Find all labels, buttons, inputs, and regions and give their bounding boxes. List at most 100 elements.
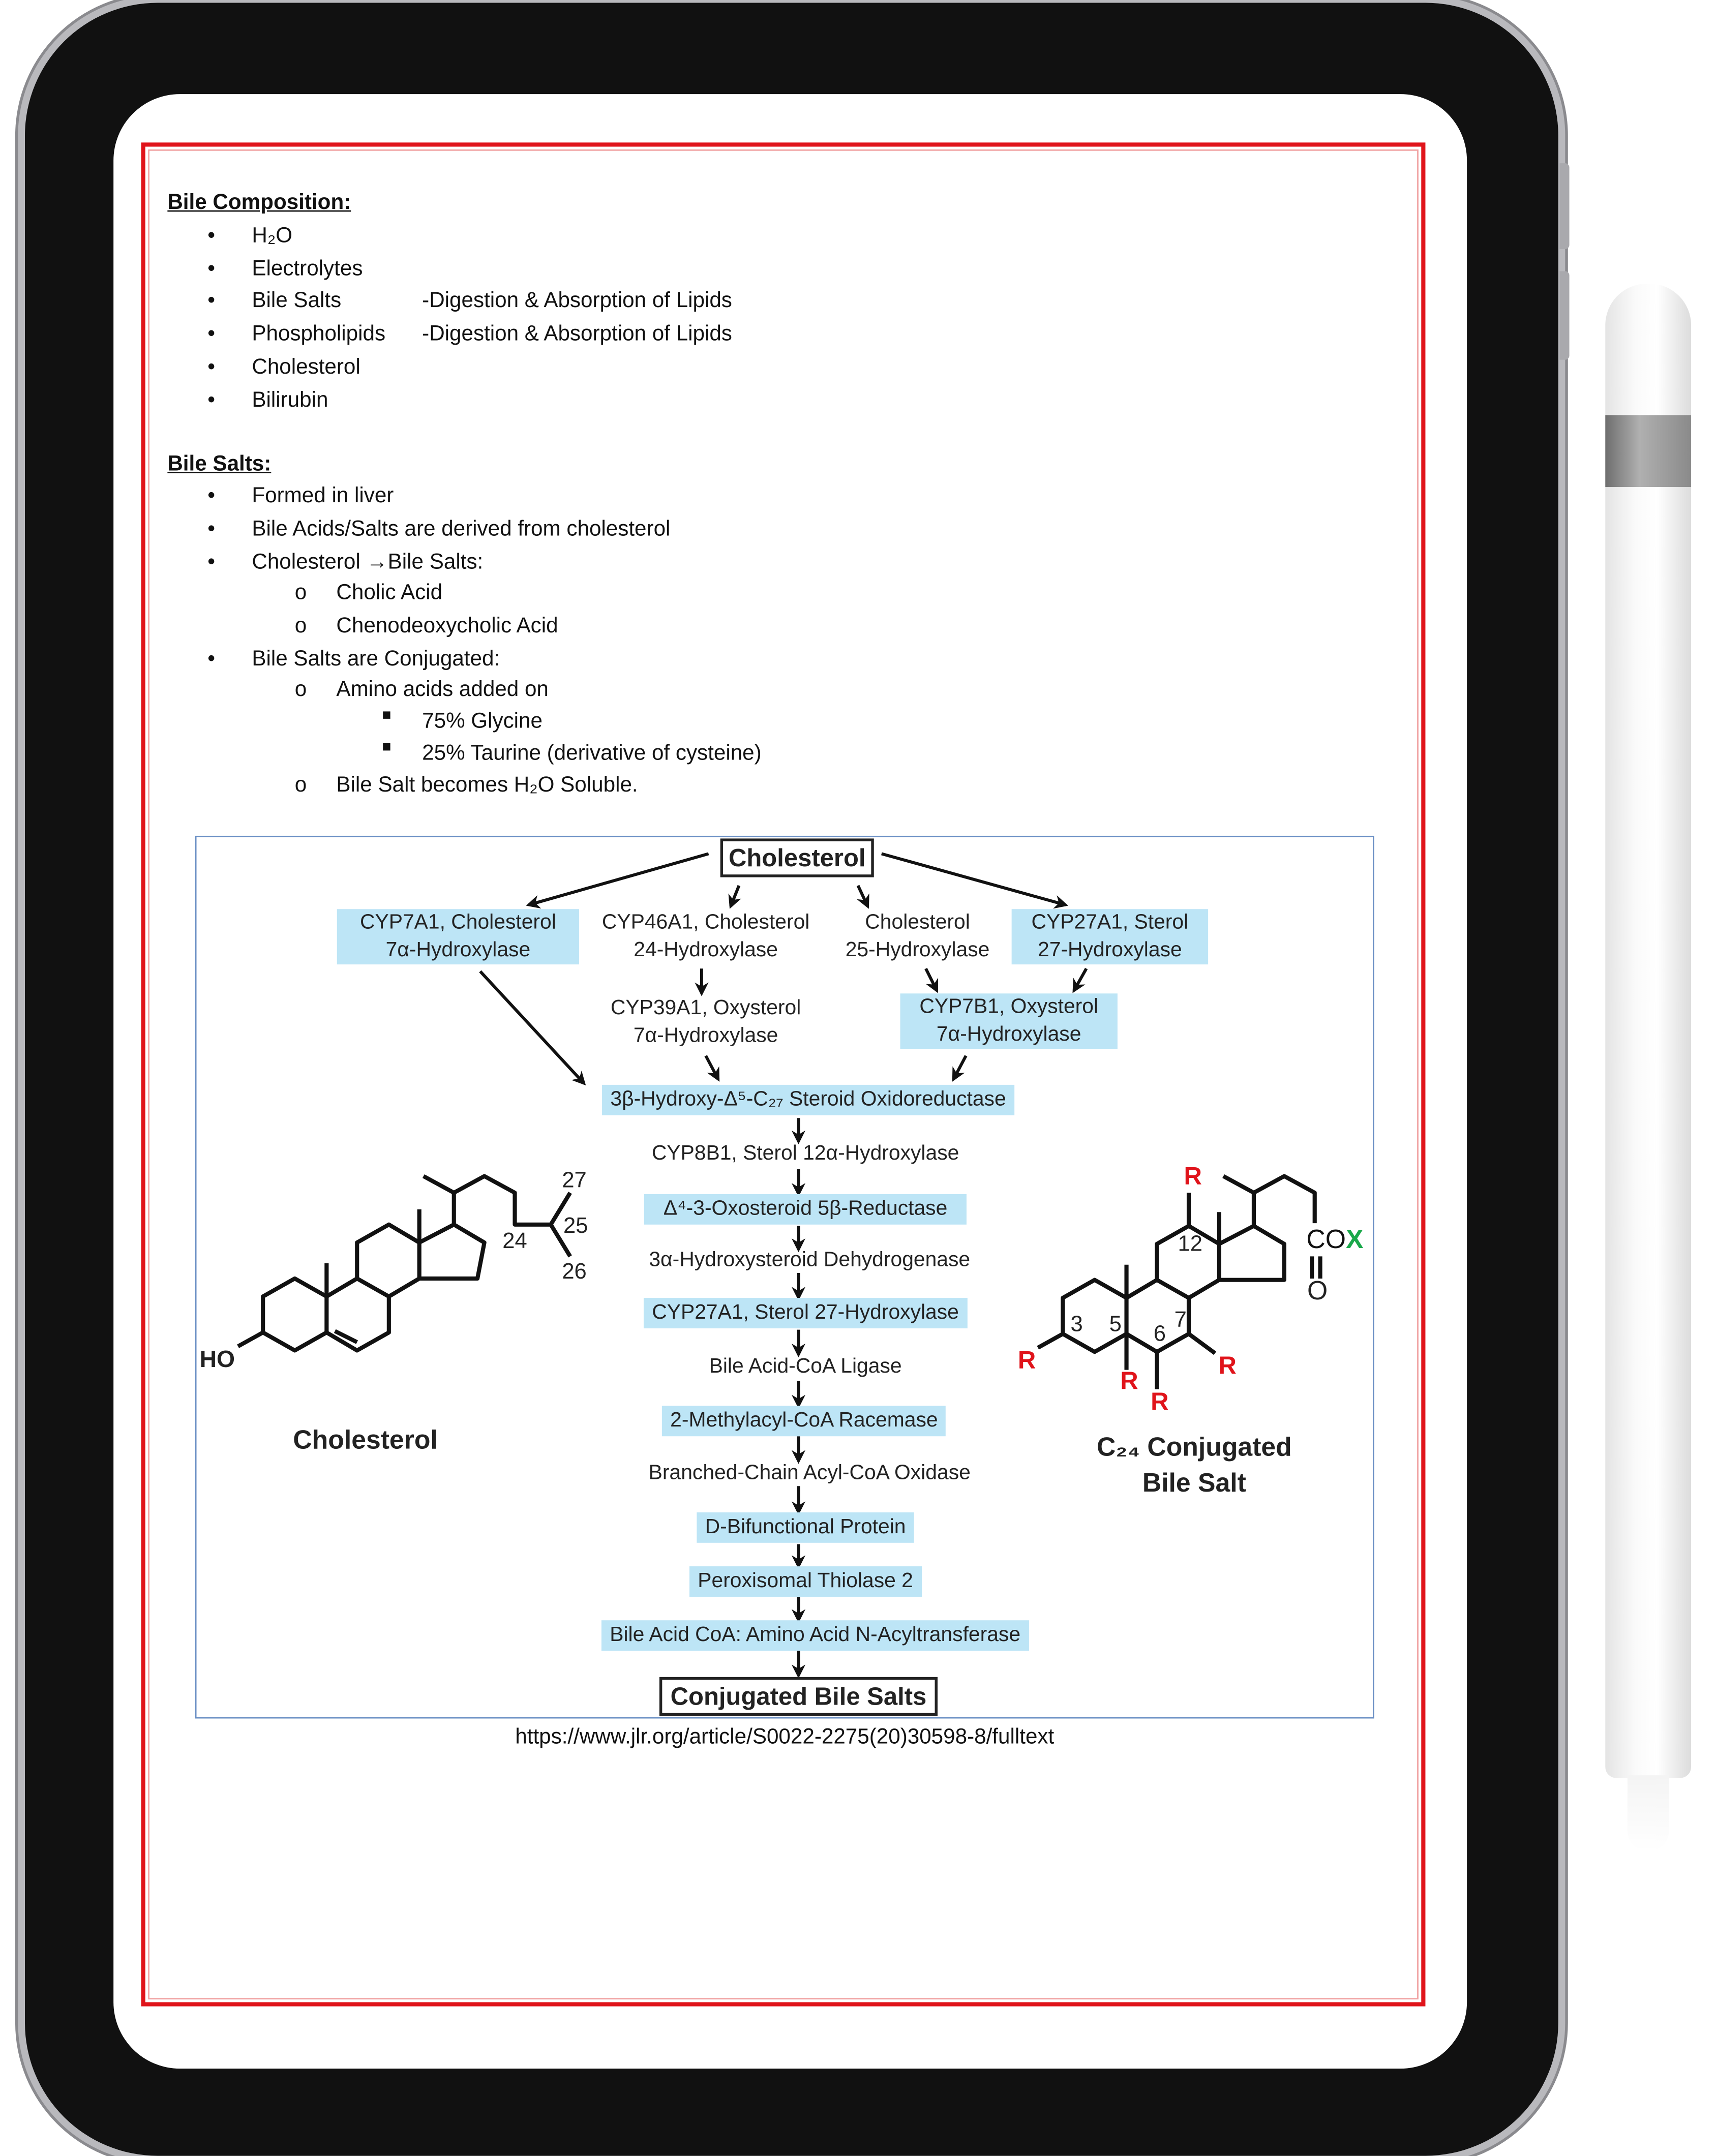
step-8: Branched-Chain Acyl-CoA Oxidase: [648, 1461, 971, 1485]
step-4: 3α-Hydroxysteroid Dehydrogenase: [649, 1248, 971, 1272]
list-item: Cholic Acid: [336, 581, 443, 605]
co-text: CO: [1306, 1226, 1346, 1255]
enzyme-label: 24-Hydroxylase: [634, 938, 778, 962]
source-link[interactable]: https://www.jlr.org/article/S0022-2275(2…: [515, 1725, 1055, 1749]
carbon-number: 26: [562, 1260, 587, 1284]
r-group: R: [1184, 1162, 1202, 1190]
list-item: Cholesterol: [252, 355, 360, 379]
bullet: •: [207, 355, 216, 379]
list-item: Bile Salts: [252, 289, 342, 313]
cholesterol-start-box: Cholesterol: [720, 838, 874, 877]
carbon-number: 27: [562, 1169, 587, 1193]
sub-bullet: o: [294, 614, 307, 638]
r-group: R: [1151, 1387, 1169, 1416]
step-5: CYP27A1, Sterol 27-Hydroxylase: [643, 1298, 968, 1328]
ho-label: HO: [199, 1346, 235, 1373]
list-item: Chenodeoxycholic Acid: [336, 614, 558, 638]
square-bullet: ■: [382, 739, 392, 756]
bullet: •: [207, 647, 216, 672]
enzyme-label: 7α-Hydroxylase: [385, 938, 531, 962]
enzyme-label: 7α-Hydroxylase: [633, 1024, 778, 1048]
list-item: 75% Glycine: [422, 710, 543, 734]
enzyme-label: CYP39A1, Oxysterol: [610, 996, 801, 1020]
cox-label: COX: [1306, 1227, 1363, 1254]
enzyme-cyp39a1: CYP39A1, Oxysterol 7α-Hydroxylase: [611, 995, 801, 1050]
oxygen-label: O: [1307, 1277, 1328, 1307]
enzyme-cyp7a1: CYP7A1, Cholesterol 7α-Hydroxylase: [337, 909, 580, 965]
enzyme-label: 27-Hydroxylase: [1038, 938, 1182, 962]
carbon-number: 3: [1070, 1313, 1083, 1337]
step-2: CYP8B1, Sterol 12α-Hydroxylase: [651, 1141, 959, 1165]
volume-down-button[interactable]: [1559, 271, 1570, 360]
sub-bullet: o: [294, 581, 307, 605]
step-10: Peroxisomal Thiolase 2: [689, 1566, 922, 1597]
bullet: •: [207, 257, 216, 281]
enzyme-label: 7α-Hydroxylase: [936, 1022, 1081, 1046]
carbon-number: 5: [1109, 1313, 1122, 1337]
step-11: Bile Acid CoA: Amino Acid N-Acyltransfer…: [601, 1620, 1029, 1651]
enzyme-label: CYP7A1, Cholesterol: [360, 910, 556, 934]
carbon-number: 6: [1153, 1323, 1166, 1347]
enzyme-label: CYP46A1, Cholesterol: [601, 910, 810, 934]
screen: [113, 94, 1467, 2069]
carbon-number: 7: [1174, 1309, 1187, 1333]
enzyme-label: Cholesterol: [865, 910, 970, 934]
carbon-number: 12: [1178, 1233, 1202, 1257]
r-group: R: [1017, 1346, 1036, 1374]
pathway-diagram: [195, 835, 1374, 1719]
pathway-arrows: [479, 852, 1088, 1679]
enzyme-cyp7b1: CYP7B1, Oxysterol 7α-Hydroxylase: [900, 993, 1118, 1049]
bile-salts-heading: Bile Salts:: [167, 452, 272, 476]
list-item: Electrolytes: [252, 257, 363, 281]
pencil-tip: [1627, 1775, 1669, 1851]
cholesterol-structure: [237, 1174, 572, 1353]
cholesterol-structure-label: Cholesterol: [293, 1426, 438, 1456]
list-item-note: -Digestion & Absorption of Lipids: [422, 322, 732, 346]
carbon-number: 25: [563, 1214, 588, 1239]
page-border: [141, 142, 1426, 2007]
label-line: Bile Salt: [1142, 1469, 1246, 1499]
enzyme-label: 25-Hydroxylase: [845, 938, 990, 962]
bullet: •: [207, 224, 216, 248]
step-7: 2-Methylacyl-CoA Racemase: [661, 1406, 946, 1437]
step-3: Δ⁴-3-Oxosteroid 5β-Reductase: [644, 1194, 967, 1225]
bile-composition-heading: Bile Composition:: [167, 191, 351, 215]
list-item: Bile Acids/Salts are derived from choles…: [252, 517, 671, 541]
apple-pencil: [1605, 283, 1692, 1778]
bile-salt-structure: [1037, 1174, 1322, 1389]
list-item: Phospholipids: [252, 322, 386, 346]
sub-bullet: o: [294, 773, 307, 797]
step-6: Bile Acid-CoA Ligase: [709, 1354, 902, 1378]
bullet: •: [207, 388, 216, 413]
enzyme-label: CYP27A1, Sterol: [1031, 910, 1189, 934]
list-item: Cholesterol →Bile Salts:: [252, 551, 484, 574]
r-group: R: [1120, 1367, 1138, 1395]
enzyme-label: CYP7B1, Oxysterol: [919, 994, 1099, 1019]
volume-up-button[interactable]: [1559, 163, 1570, 249]
step-1: 3β-Hydroxy-Δ⁵-C₂₇ Steroid Oxidoreductase: [602, 1084, 1014, 1115]
list-item: Formed in liver: [252, 484, 394, 508]
bullet: •: [207, 289, 216, 313]
list-item-note: -Digestion & Absorption of Lipids: [422, 289, 732, 313]
pencil-band: [1605, 415, 1692, 488]
bullet: •: [207, 551, 216, 574]
x-group: X: [1345, 1226, 1364, 1255]
carbon-number: 24: [502, 1230, 527, 1254]
sub-bullet: o: [294, 678, 307, 702]
label-line: C₂₄ Conjugated: [1097, 1433, 1292, 1463]
list-item: Bile Salt becomes H₂O Soluble.: [336, 773, 638, 797]
r-group: R: [1218, 1352, 1237, 1380]
conjugated-bile-salts-box: Conjugated Bile Salts: [659, 1677, 938, 1716]
square-bullet: ■: [382, 707, 392, 724]
step-9: D-Bifunctional Protein: [697, 1512, 914, 1543]
list-item: Bilirubin: [252, 388, 328, 413]
enzyme-cyp46a1: CYP46A1, Cholesterol 24-Hydroxylase: [602, 909, 810, 964]
bullet: •: [207, 484, 216, 508]
list-item: Bile Salts are Conjugated:: [252, 647, 500, 672]
enzyme-ch25h: Cholesterol 25-Hydroxylase: [846, 909, 990, 964]
list-item: Amino acids added on: [336, 678, 549, 702]
bullet: •: [207, 517, 216, 541]
list-item: H₂O: [252, 224, 293, 248]
